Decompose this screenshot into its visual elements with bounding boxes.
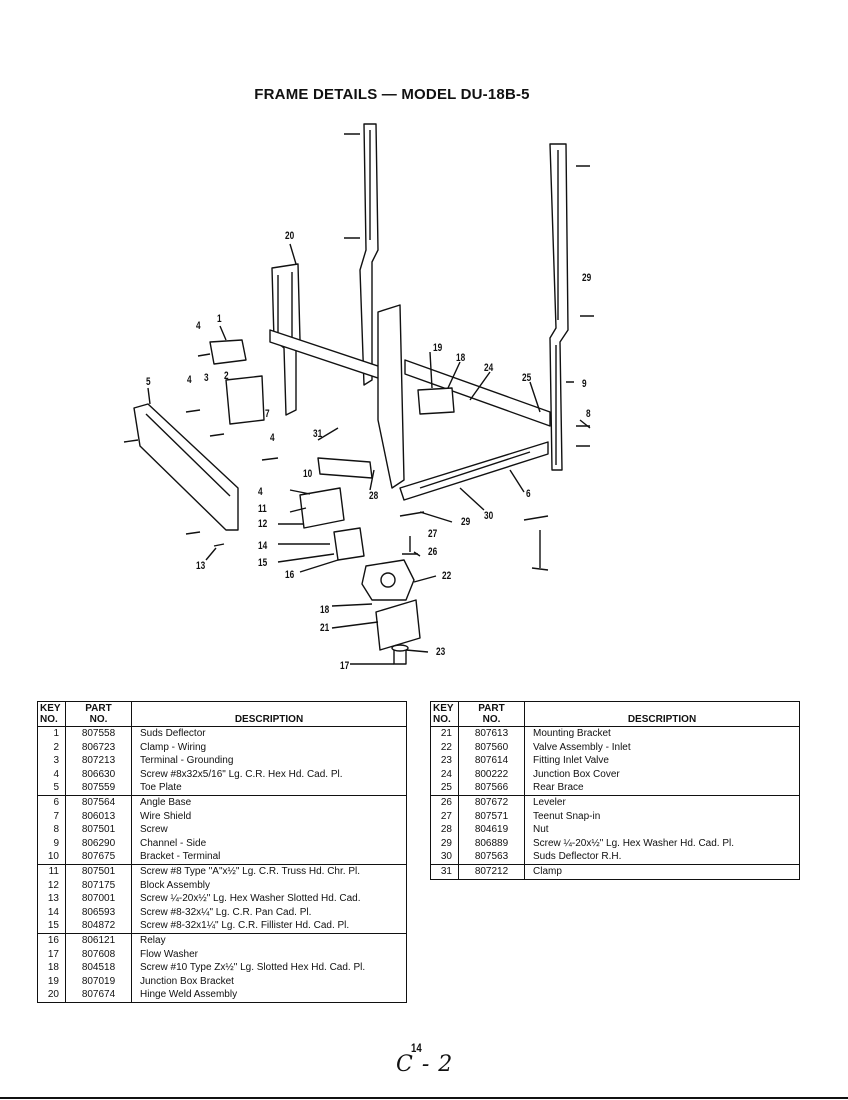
description-header: DESCRIPTION (524, 701, 800, 727)
callout-1: 1 (217, 313, 222, 325)
page-number: 14 (411, 1041, 422, 1055)
handwritten-note: C - 2 (396, 1052, 454, 1077)
callout-19: 19 (433, 342, 443, 354)
callout-17: 17 (340, 660, 350, 672)
page-title: FRAME DETAILS — MODEL DU-18B-5 (254, 86, 530, 103)
callout-21: 21 (320, 622, 330, 634)
bottom-rule (0, 1097, 848, 1099)
callout-12: 12 (258, 518, 268, 530)
callout-23: 23 (436, 646, 446, 658)
callout-5: 5 (146, 376, 151, 388)
callout-18: 18 (320, 604, 330, 616)
callout-7: 7 (265, 408, 270, 420)
callout-4: 4 (196, 320, 201, 332)
exploded-frame-diagram: 20 4 1 5 4 3 2 7 4 31 10 4 11 12 14 15 1… (123, 123, 594, 672)
callout-10: 10 (303, 468, 313, 480)
callout-9: 9 (582, 378, 587, 390)
callout-22: 22 (442, 570, 452, 582)
callout-8: 8 (586, 408, 591, 420)
callout-3: 3 (204, 372, 209, 384)
callout-4: 4 (187, 374, 192, 386)
callout-31: 31 (313, 428, 323, 440)
callout-27: 27 (428, 528, 438, 540)
callout-4: 4 (270, 432, 275, 444)
callout-4: 4 (258, 486, 263, 498)
callout-29: 29 (582, 272, 592, 284)
callout-28: 28 (369, 490, 379, 502)
callout-15: 15 (258, 557, 268, 569)
callout-26: 26 (428, 546, 438, 558)
callout-30: 30 (484, 510, 494, 522)
callout-20: 20 (285, 230, 295, 242)
callout-2: 2 (224, 370, 229, 382)
callout-14: 14 (258, 540, 268, 552)
callout-13: 13 (196, 560, 206, 572)
frame-illustration (123, 123, 594, 665)
callout-16: 16 (285, 569, 295, 581)
callout-11: 11 (258, 503, 267, 515)
callout-18: 18 (456, 352, 466, 364)
callout-6: 6 (526, 488, 531, 500)
callout-29: 29 (461, 516, 471, 528)
callout-25: 25 (522, 372, 532, 384)
description-header: DESCRIPTION (131, 701, 407, 727)
callout-24: 24 (484, 362, 494, 374)
